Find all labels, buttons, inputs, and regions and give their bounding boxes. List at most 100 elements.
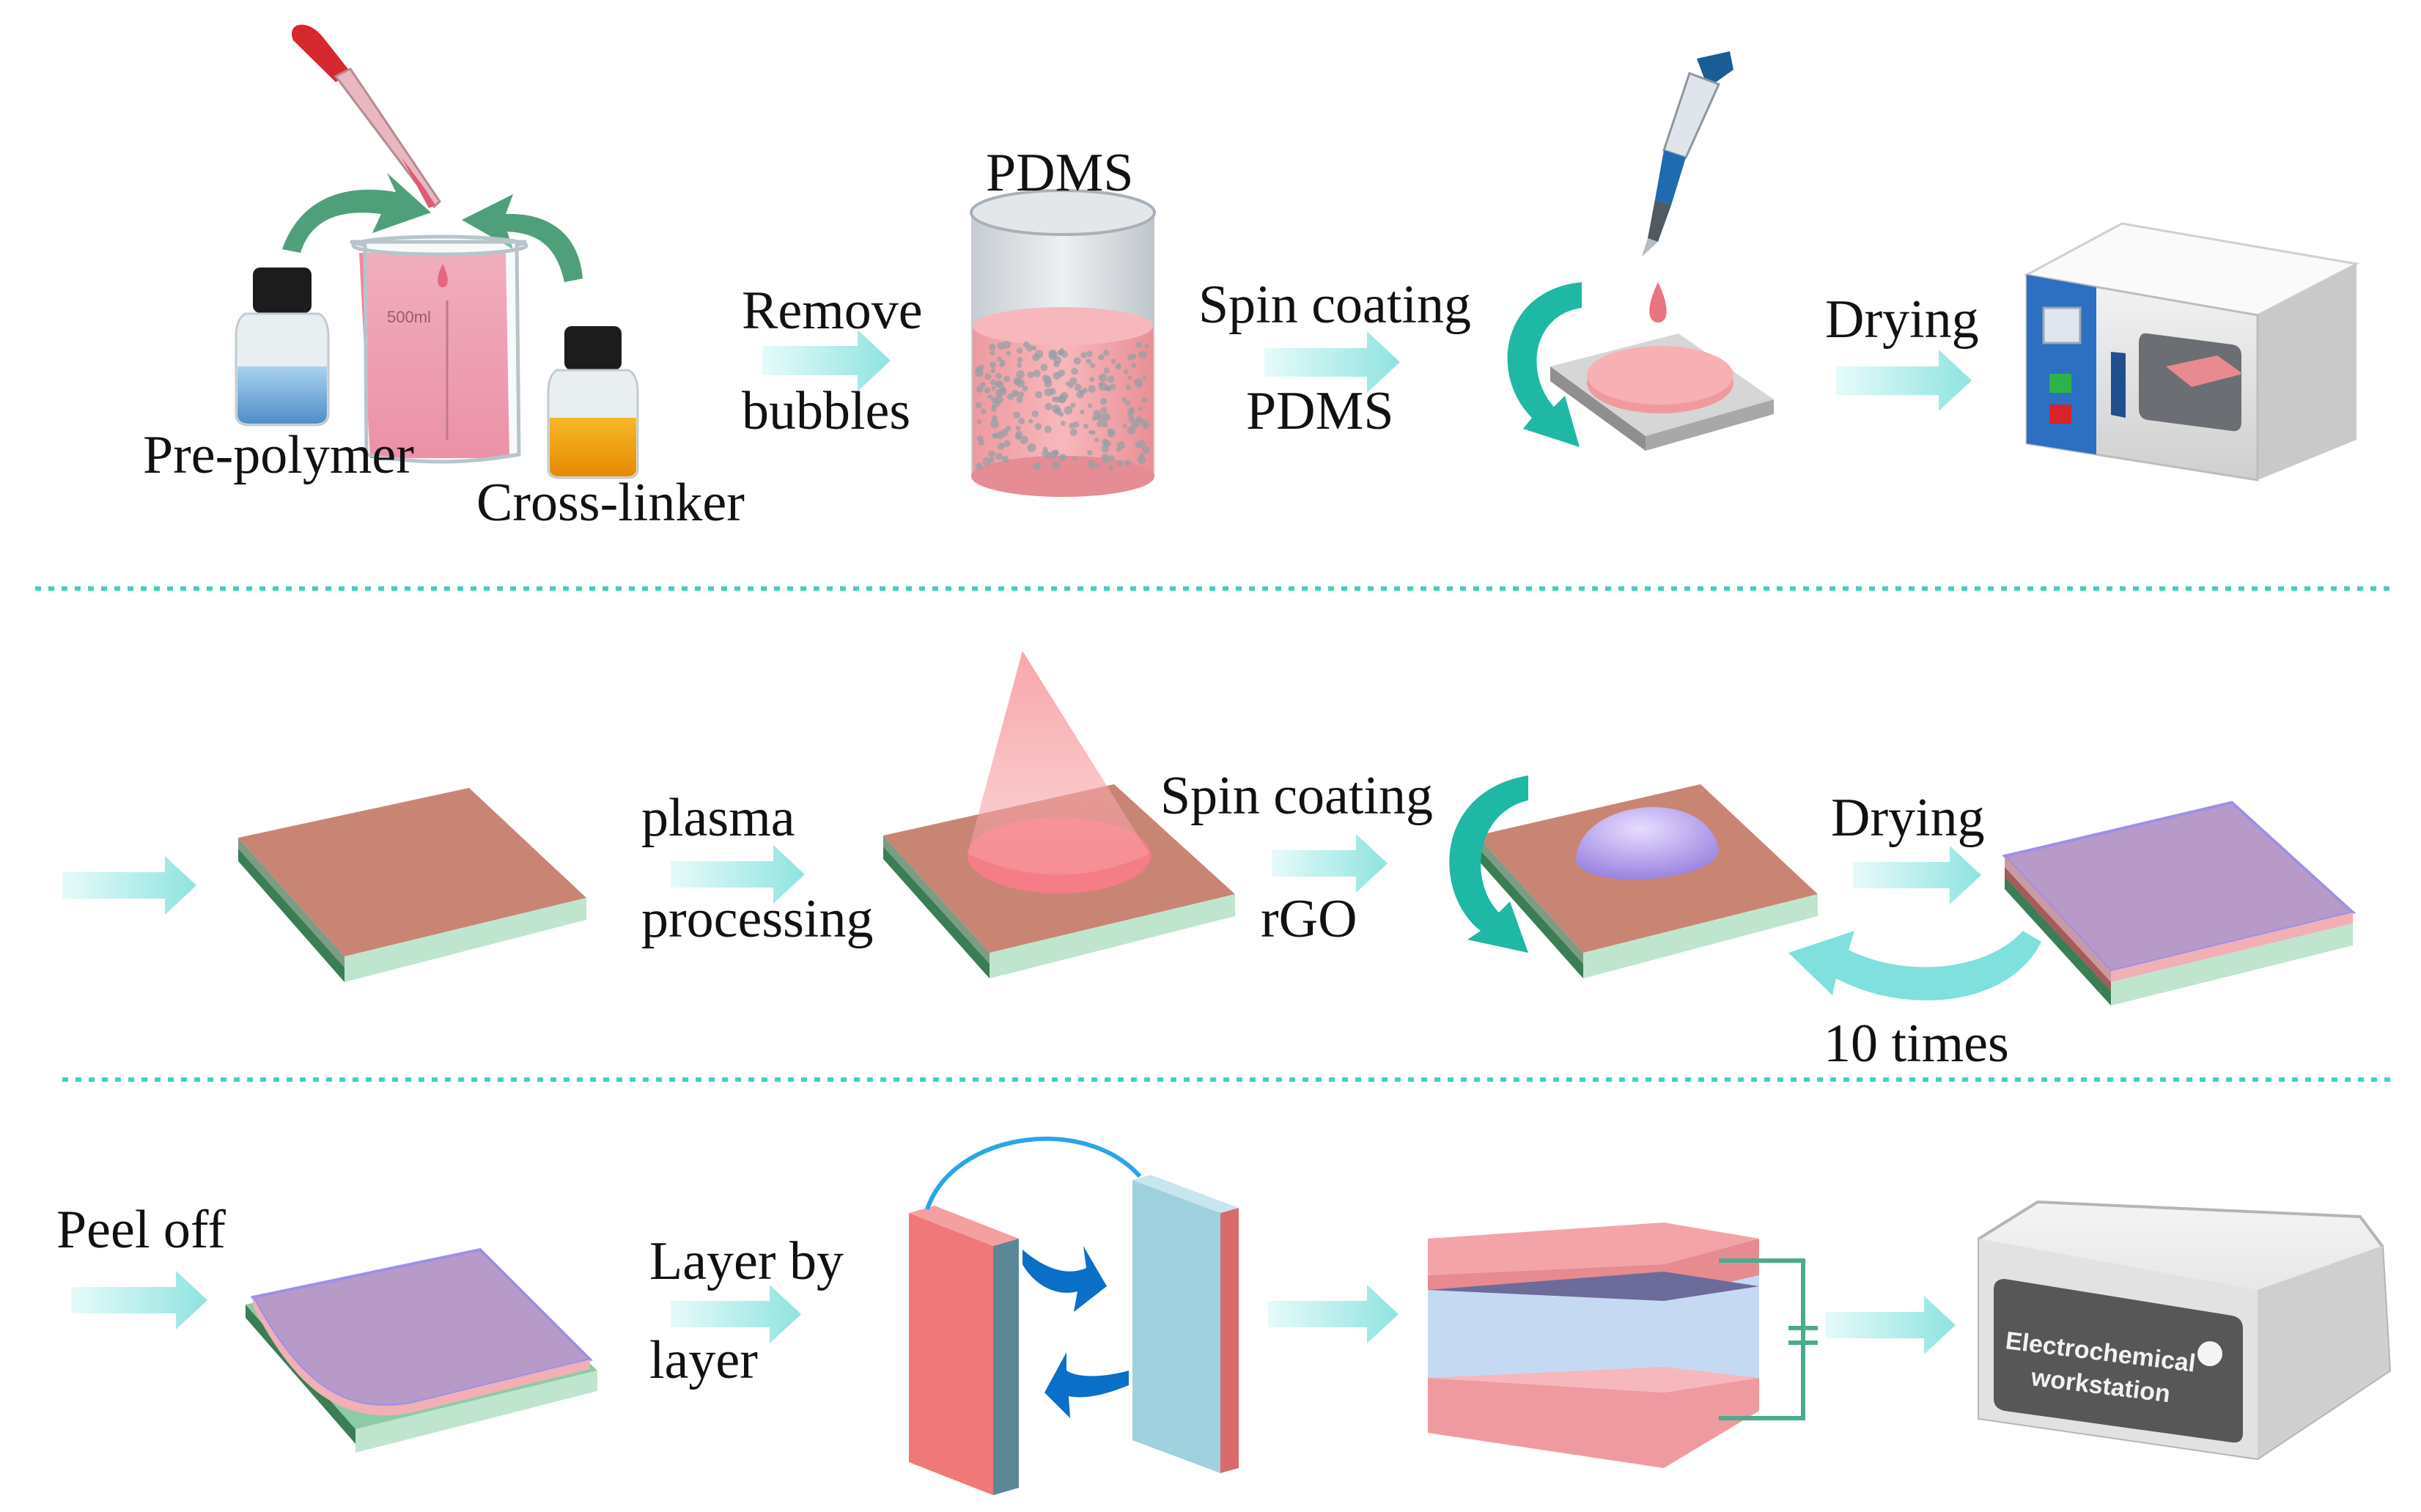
bubble (1138, 453, 1145, 459)
remove-bubbles-label-line2: bubbles (742, 381, 910, 441)
bubble (1083, 423, 1089, 429)
bubble (1086, 350, 1093, 358)
bubble (1108, 454, 1115, 462)
flip-arc-arrow-icon (925, 1136, 1142, 1210)
bubble (976, 419, 982, 424)
bubble (1053, 361, 1060, 368)
pdms-container-icon (970, 189, 1156, 497)
bubble (976, 386, 984, 393)
bubble (987, 394, 993, 399)
beaker-volume-label: 500ml (387, 308, 431, 326)
bubble (990, 361, 997, 369)
bubble (1121, 397, 1127, 402)
bubble (1137, 439, 1146, 449)
bubble (1115, 364, 1121, 370)
bubble (1123, 369, 1129, 375)
bubble (1090, 363, 1096, 369)
bubble (1013, 411, 1020, 418)
bubble (1099, 397, 1108, 405)
bubble (995, 431, 1004, 440)
bubble (1138, 455, 1146, 465)
bubble (1094, 437, 1099, 443)
bubble (1135, 416, 1141, 421)
bubble (1142, 375, 1147, 380)
pre-polymer-label: Pre-polymer (143, 425, 414, 485)
bubble (1103, 367, 1110, 374)
electrochemical-workstation-icon: Electrochemical workstation (1978, 1200, 2392, 1461)
bubble (1143, 424, 1149, 429)
curved-arrow-left-icon (282, 173, 431, 253)
bubble (1110, 358, 1116, 364)
bubble (1072, 456, 1077, 461)
bubble (997, 342, 1005, 350)
bubble (1035, 391, 1042, 399)
bubble (1027, 443, 1036, 452)
bubble (1110, 383, 1116, 391)
bubble (1141, 397, 1148, 403)
bubble (1022, 385, 1028, 391)
pre-polymer-bottle-icon (235, 268, 330, 427)
bubble (1088, 429, 1094, 435)
bubble (1058, 454, 1066, 462)
bubble (1016, 370, 1025, 379)
bubble (1098, 382, 1103, 387)
bubble (1048, 349, 1058, 358)
spin-coating-rgo-label-line2: rGO (1261, 889, 1357, 949)
bubble (1127, 426, 1135, 435)
pipette-icon (1642, 51, 1733, 257)
flow-arrow-2 (1264, 331, 1400, 393)
bubble (990, 379, 997, 386)
bubble (1033, 369, 1041, 377)
workstation-power-knob-icon (2197, 1341, 2222, 1366)
substrate-1 (238, 788, 586, 982)
bubble (1108, 465, 1114, 471)
bubble (1003, 440, 1011, 448)
bubble (1080, 409, 1085, 415)
flow-arrow-3 (1836, 350, 1972, 411)
bubble (1069, 428, 1077, 437)
bubble (1072, 421, 1080, 428)
bubble (1142, 446, 1151, 454)
bubble (1042, 375, 1050, 382)
bubble (1053, 449, 1059, 455)
bubble (1101, 421, 1108, 428)
bubble (1087, 403, 1093, 408)
layer-by-layer-label-line2: layer (649, 1330, 758, 1390)
bubble (1001, 386, 1006, 393)
bubble (1005, 425, 1011, 432)
bubble (1097, 421, 1102, 427)
flow-arrow-6 (1272, 834, 1388, 893)
pdms-label: PDMS (986, 143, 1134, 203)
layered-film-substrate (2002, 800, 2356, 1006)
bubble (1034, 423, 1042, 430)
bubble (990, 397, 998, 404)
bubble (1016, 396, 1023, 403)
bubble (1017, 391, 1025, 398)
bubble (995, 380, 1002, 387)
bubble (1101, 453, 1110, 462)
repeat-arrow-icon (1788, 931, 2041, 1000)
bubble (1082, 388, 1088, 394)
bubble (995, 372, 1002, 380)
rgo-droplet-dome (1576, 807, 1719, 880)
bubble (1102, 413, 1110, 421)
peeled-film-substrate (246, 1247, 597, 1453)
bubble (1003, 375, 1010, 383)
bubble (1098, 354, 1105, 361)
bubble (991, 386, 996, 391)
flow-arrow-10 (1268, 1285, 1399, 1343)
bubble (974, 368, 984, 377)
repeat-count-label: 10 times (1824, 1014, 2009, 1074)
cross-linker-label: Cross-linker (476, 473, 745, 533)
bubble (1028, 418, 1033, 424)
bubble (996, 356, 1002, 362)
bubble (1031, 345, 1037, 350)
plasma-processing-label-line2: processing (641, 889, 874, 949)
bubble (990, 350, 995, 356)
spin-coater-plate-icon (1550, 333, 1774, 451)
plasma-substrate (883, 651, 1235, 978)
bubble (975, 402, 982, 409)
bubble (1017, 362, 1022, 368)
bubble (1107, 429, 1116, 438)
